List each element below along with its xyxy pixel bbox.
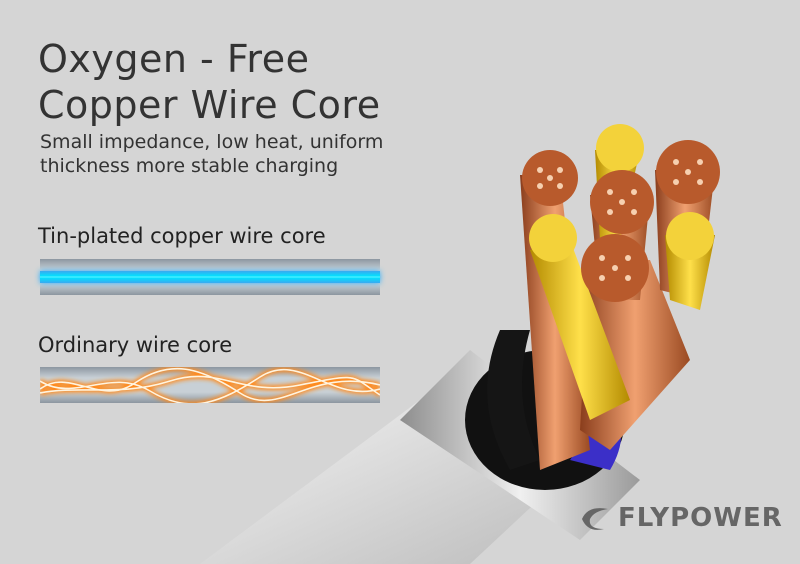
wire-ends	[522, 124, 720, 302]
subheadline: Small impedance, low heat, uniform thick…	[40, 130, 383, 178]
headline-line-1: Oxygen - Free	[38, 37, 310, 81]
brand-logo: FLYPOWER	[578, 503, 783, 533]
straight-glow-line	[40, 271, 380, 283]
headline: Oxygen - Free Copper Wire Core	[38, 36, 381, 128]
subheadline-line-1: Small impedance, low heat, uniform	[40, 131, 384, 153]
tin-plated-label: Tin-plated copper wire core	[38, 224, 326, 248]
twisted-glow-lines	[40, 367, 380, 403]
black-wire	[487, 330, 540, 470]
ordinary-wire-label: Ordinary wire core	[38, 333, 233, 357]
headline-line-2: Copper Wire Core	[38, 83, 381, 127]
tin-plated-wire-illustration	[40, 259, 380, 295]
ordinary-wire-illustration	[40, 367, 380, 403]
brand-name: FLYPOWER	[618, 503, 783, 533]
brand-swirl-icon	[582, 508, 608, 530]
subheadline-line-2: thickness more stable charging	[40, 155, 339, 177]
